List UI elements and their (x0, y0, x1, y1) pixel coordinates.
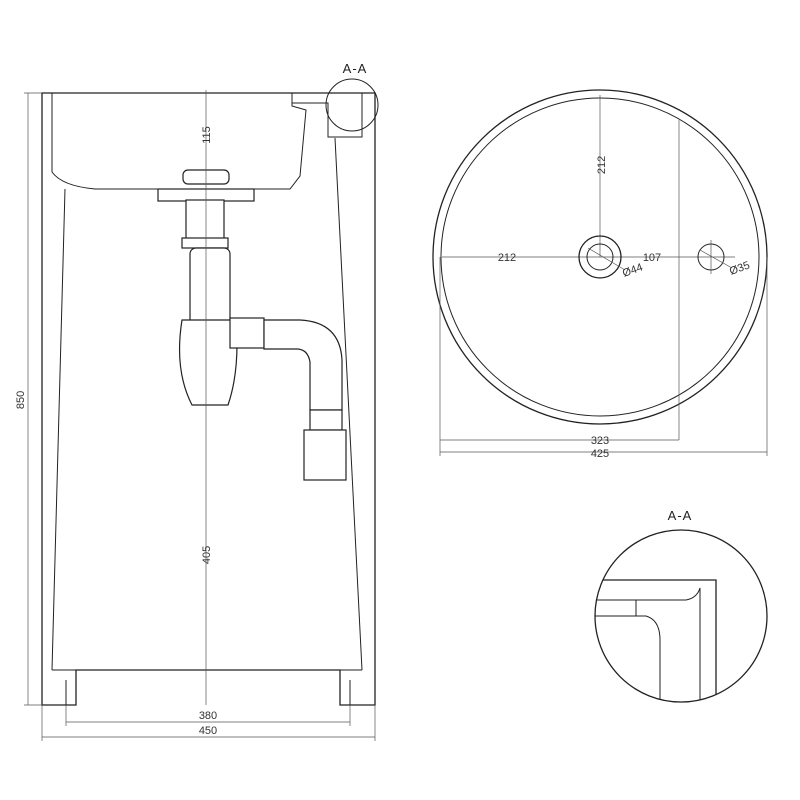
dim-inner-span-label: 323 (591, 435, 609, 447)
outlet-tail (303, 429, 347, 481)
dim-outer-width-label: 450 (199, 725, 217, 737)
tailpiece-nut (181, 237, 229, 249)
tap-diameter-leader (699, 249, 733, 269)
drain-trap (157, 169, 347, 481)
basin-inner-outline (51, 93, 307, 190)
front-view: 115 405 850 380 450 A-A (15, 61, 379, 741)
detail-basin-wall (595, 587, 701, 700)
dim-basin-depth: 115 (201, 126, 213, 144)
dim-radius-x: 212 (498, 252, 516, 264)
dim-radius-y: 212 (596, 156, 608, 174)
dim-height-total-label: 850 (15, 391, 27, 409)
dim-outer-width: 450 (41, 705, 376, 741)
outlet-coupling (309, 409, 343, 431)
dim-inner-width: 380 (65, 705, 351, 726)
detail-rim-top (595, 579, 717, 700)
drain-hole-outer (578, 235, 622, 279)
pedestal-foot-inner (52, 680, 362, 706)
detail-view: A-A (594, 508, 768, 703)
outlet-nut (229, 317, 265, 349)
top-view: Ø44 Ø35 212 212 107 323 425 (432, 89, 768, 460)
dim-inner-width-label: 380 (199, 710, 217, 722)
section-mark-detail: A-A (668, 508, 693, 523)
pedestal-inner-right-wall (334, 137, 363, 671)
detail-inner-lip (595, 615, 661, 700)
drain-hole-inner (586, 243, 614, 271)
dim-tap-offset: 107 (643, 252, 661, 264)
dim-inner-span: 323 (440, 435, 679, 447)
dim-drain-diameter: Ø44 (621, 261, 645, 279)
rim-outline (292, 93, 363, 138)
dim-drain-height: 405 (201, 546, 213, 564)
section-mark-top: A-A (343, 61, 368, 76)
dim-tap-diameter: Ø35 (728, 259, 752, 277)
dim-height-total: 850 (15, 92, 42, 706)
drain-diameter-leader (587, 247, 626, 271)
dim-outer-diameter-label: 425 (591, 448, 609, 460)
trap-bottle (178, 319, 238, 406)
section-detail-circle (325, 78, 379, 132)
pedestal-inner-left-wall (51, 188, 66, 671)
outlet-elbow (263, 319, 343, 411)
dim-outer-diameter: 425 (440, 448, 767, 460)
